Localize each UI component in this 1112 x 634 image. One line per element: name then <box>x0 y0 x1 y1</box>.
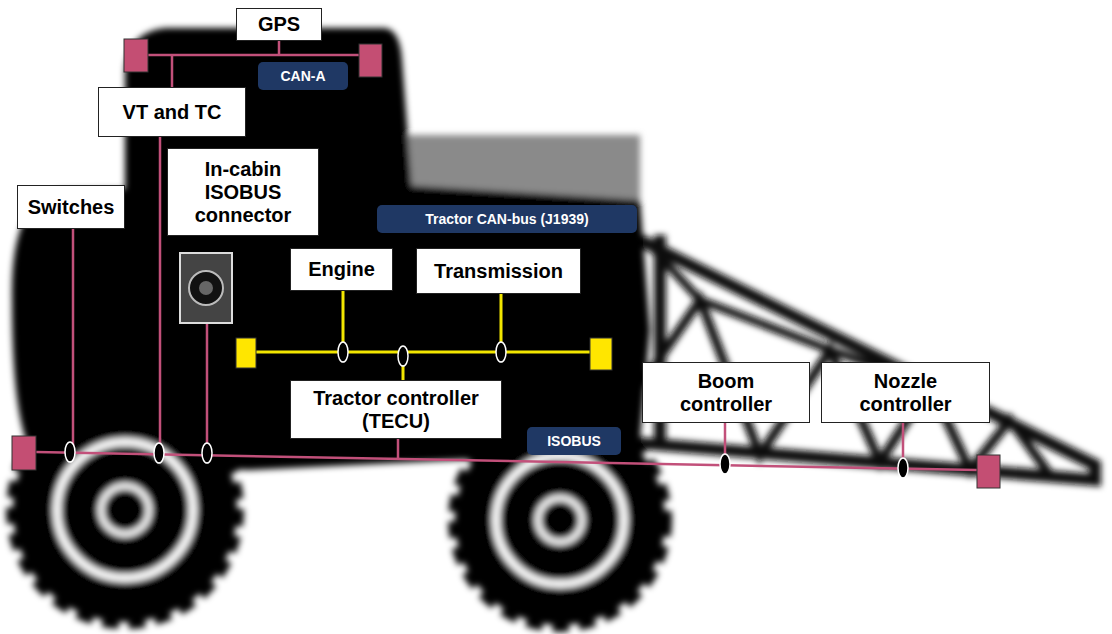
junction <box>898 458 908 478</box>
bus-name: Tractor CAN-bus (J1939) <box>425 211 588 228</box>
tread <box>13 398 237 622</box>
junction <box>65 442 75 462</box>
device-box: Nozzle controller <box>821 362 990 423</box>
bus-label: ISOBUS <box>527 427 621 455</box>
box-label: GPS <box>258 13 300 36</box>
hub <box>101 486 149 534</box>
bus-label: CAN-A <box>258 62 348 90</box>
connector-socket <box>189 271 223 305</box>
device-box: Tractor controller (TECU) <box>290 380 502 439</box>
tire <box>13 398 237 622</box>
hub <box>538 498 582 542</box>
connector-plate <box>180 253 232 323</box>
boom-chord <box>600 240 1095 480</box>
junction <box>154 443 164 463</box>
isobus-line <box>36 452 977 470</box>
device-box: Engine <box>290 248 393 291</box>
device-box: GPS <box>236 8 322 41</box>
boom-lattice <box>600 300 1050 475</box>
tire <box>455 415 665 625</box>
box-label: Boom controller <box>651 370 801 416</box>
yellow-wires <box>256 291 590 380</box>
terminator <box>124 39 148 72</box>
junction <box>398 346 408 366</box>
junction <box>202 443 212 463</box>
tread <box>455 415 665 625</box>
box-label: VT and TC <box>123 101 222 124</box>
gps-stub <box>278 40 281 55</box>
box-label: Engine <box>308 258 375 281</box>
terminator <box>359 44 382 77</box>
box-label: Tractor controller (TECU) <box>299 387 493 433</box>
tractor-silhouette <box>12 28 1095 625</box>
junctions <box>65 342 908 478</box>
vt-stub <box>171 55 174 87</box>
box-label: Switches <box>28 196 115 219</box>
terminator <box>236 338 256 368</box>
rim <box>57 442 193 578</box>
terminator <box>12 436 36 470</box>
terminators <box>12 39 1000 488</box>
box-label: In-cabin ISOBUS connector <box>176 158 310 227</box>
rear-wheel <box>455 415 665 625</box>
front-wheel <box>13 398 237 622</box>
terminator <box>977 455 1000 488</box>
rim <box>496 456 624 584</box>
tecu-isobus-stub <box>397 439 400 459</box>
device-box: Boom controller <box>642 362 810 423</box>
switches-stub <box>72 229 75 452</box>
junction <box>338 342 348 362</box>
junction <box>720 454 730 474</box>
device-box: In-cabin ISOBUS connector <box>167 148 319 236</box>
terminator <box>590 338 612 370</box>
junction <box>496 342 506 362</box>
j1939-bus <box>256 351 590 354</box>
bus-name: ISOBUS <box>547 433 601 450</box>
connector-stub <box>206 323 209 453</box>
bus-label: Tractor CAN-bus (J1939) <box>377 205 637 233</box>
isobus-connector-icon <box>180 253 232 323</box>
bus-name: CAN-A <box>280 68 325 85</box>
device-box: Transmission <box>416 248 581 294</box>
box-label: Nozzle controller <box>830 370 981 416</box>
connector-pins <box>199 281 213 295</box>
boom-truss <box>600 235 1095 480</box>
vt-isobus-stub <box>159 137 162 453</box>
device-box: VT and TC <box>98 87 246 137</box>
device-box: Switches <box>17 185 125 229</box>
box-label: Transmission <box>434 260 563 283</box>
terminators <box>236 338 612 370</box>
